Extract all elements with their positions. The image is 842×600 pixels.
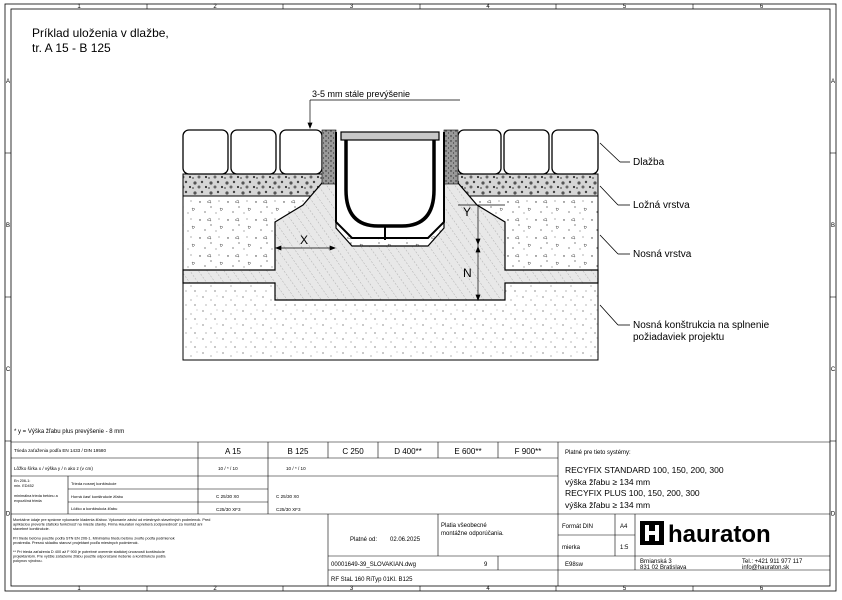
frame-col-label: 3 — [350, 4, 354, 10]
scale-label: mierka — [562, 545, 581, 551]
class-cell: F 900** — [515, 447, 542, 456]
format-label: Formát DIN — [562, 524, 593, 530]
frame-col-label: 1 — [77, 586, 81, 592]
file-rev: 9 — [484, 562, 488, 568]
inner-frame — [10, 8, 831, 587]
frame-col-label: 5 — [623, 4, 627, 10]
outer-frame — [4, 3, 837, 592]
system-line-4: výška žľabu ≥ 134 mm — [565, 500, 650, 510]
frame-row-label: C — [6, 367, 11, 373]
contact-email: info@hauraton.sk — [742, 565, 790, 571]
note-line: stavebné konštrukcie. — [13, 527, 50, 531]
class-cell: D 400** — [394, 447, 422, 456]
class-header-row: A 15 B 125 C 250 D 400** E 600** F 900** — [225, 447, 541, 456]
plan-note-2: montážne odporúčania. — [441, 531, 504, 537]
title-line-1: Príklad uloženia v dlažbe, — [32, 26, 169, 40]
row1-label: Lôžko šírka x / výška y / n ako z (v cm) — [14, 466, 93, 471]
part-number: RF StaL 160 RiTyp 01Kl. B125 — [331, 577, 413, 583]
callout-top: 3-5 mm stále prevýšenie — [312, 89, 410, 99]
title-block — [11, 441, 830, 586]
left-small-4: expozičná trieda — [14, 499, 43, 503]
title-line-2: tr. A 15 - B 125 — [32, 41, 111, 55]
frame-row-label: A — [831, 79, 835, 85]
address-street: Brnianská 3 — [640, 559, 672, 565]
dimension-lines — [275, 99, 505, 301]
label-nosna: Nosná vrstva — [633, 249, 692, 260]
system-line-3: RECYFIX PLUS 100, 150, 200, 300 — [565, 488, 700, 498]
table-head-label: Trieda zaťaženia podľa EN 1433 / DIN 195… — [14, 448, 106, 453]
sub-row-b: Horná časť konštrukcie žľabu — [71, 494, 123, 499]
label-konstrukcia-2: požiadaviek projektu — [633, 332, 724, 343]
frame-col-label: 6 — [760, 4, 764, 10]
dim-n-label: N — [463, 266, 472, 280]
plan-note-1: Platia všeobecné — [441, 523, 487, 529]
file-author: E98sw — [565, 562, 584, 568]
sub-row-c: Lôžko a konštrukcia žľabu — [71, 506, 117, 511]
grating — [340, 131, 440, 141]
frame-col-label: 4 — [486, 586, 490, 592]
frame-row-label: C — [831, 367, 836, 373]
note-line: ** Pri trieda zaťaženia D 400 až F 900 j… — [13, 550, 165, 554]
footnote: * y = Výška žľabu plus prevýšenie - 8 mm — [14, 429, 124, 435]
system-title: Platné pre tieto systémy: — [565, 450, 631, 456]
val-c-a15: C25/30 XF3 — [216, 507, 241, 512]
sand-joint-left — [321, 129, 337, 185]
class-cell: B 125 — [288, 447, 309, 456]
plan-date: 02.06.2025 — [390, 537, 421, 543]
sand-joint-right — [443, 129, 459, 185]
note-line: aplikáciou preverte statickú funkčnosť n… — [13, 523, 203, 527]
system-line-1: RECYFIX STANDARD 100, 150, 200, 300 — [565, 465, 724, 475]
note-line: Montážne údaje pre správne vykonanie kla… — [13, 518, 210, 522]
frame-col-label: 5 — [623, 586, 627, 592]
frame-row-label: A — [6, 79, 10, 85]
address-city: 831 02 Bratislava — [640, 565, 687, 571]
brand-name: hauraton — [668, 521, 771, 548]
label-lozna: Ložná vrstva — [633, 200, 690, 211]
file-name: 00001649-39_SLOVAKIAN.dwg — [331, 562, 416, 568]
left-small-2: min. ED452 — [14, 484, 34, 488]
scale-value: 1:5 — [620, 545, 629, 551]
frame-col-label: 6 — [760, 586, 764, 592]
notes-block: Montážne údaje pre správne vykonanie kla… — [13, 518, 210, 563]
class-cell: E 600** — [454, 447, 481, 456]
note-line: prostredia. Presnú skladbu stanoví proje… — [13, 541, 139, 545]
label-konstrukcia-1: Nosná konštrukcia na splnenie — [633, 320, 770, 331]
leader-lines — [599, 142, 630, 326]
class-cell: A 15 — [225, 447, 242, 456]
hauraton-logo: hauraton — [640, 521, 771, 548]
note-line: projektantom. Pre vyššie zaťaženie žľabu… — [13, 555, 166, 559]
frame-col-label: 1 — [77, 4, 81, 10]
frame-row-label: B — [831, 223, 835, 229]
frame-col-label: 4 — [486, 4, 490, 10]
frame-col-label: 2 — [213, 4, 217, 10]
plan-label: Platné od: — [350, 537, 377, 543]
frame-col-label: 3 — [350, 586, 354, 592]
class-cell: C 250 — [342, 447, 364, 456]
drainage-channel — [335, 131, 445, 240]
frame-row-label: D — [831, 512, 836, 518]
contact-tel: Tel.: +421 911 977 117 — [742, 559, 803, 565]
note-line: pokynov výrobcu. — [13, 559, 43, 563]
val-b-a15: C 25/30 X0 — [216, 494, 239, 499]
note-line: Pri triede betónu použite podľa STN EN 2… — [13, 536, 175, 540]
format-value: A4 — [620, 524, 628, 530]
row1-a15: 10 / * / 10 — [218, 466, 238, 471]
label-dlazba: Dlažba — [633, 157, 665, 168]
frame-col-label: 2 — [213, 586, 217, 592]
row1-b125: 10 / * / 10 — [286, 466, 306, 471]
dim-y-label: Y — [463, 205, 471, 219]
sub-row-a: Trieda nosnej konštrukcie — [71, 481, 117, 486]
frame-row-label: D — [6, 512, 11, 518]
dim-x-label: X — [300, 233, 308, 247]
val-b-b125: C 25/30 X0 — [276, 494, 299, 499]
system-line-2: výška žľabu ≥ 134 mm — [565, 477, 650, 487]
left-small-3: minimálna trieda betónu a — [14, 494, 59, 498]
frame-row-label: B — [6, 223, 10, 229]
left-small-1: En 206-1: — [14, 479, 30, 483]
frame-grid — [5, 4, 836, 591]
val-c-b125: C25/30 XF3 — [276, 507, 301, 512]
